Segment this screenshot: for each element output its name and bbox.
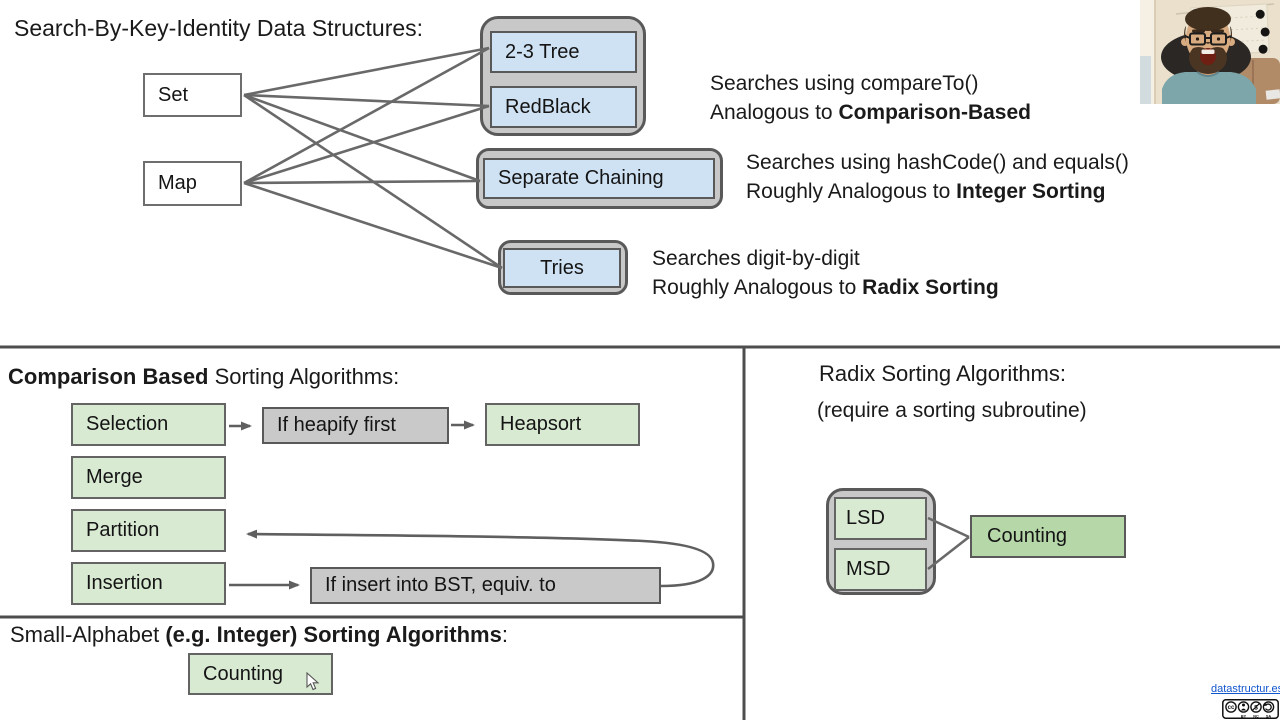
annotation-comparison-prefix: Analogous to <box>710 101 839 124</box>
node-counting-radix-label: Counting <box>987 525 1068 547</box>
datastructures-link[interactable]: datastructur.es <box>1211 683 1280 695</box>
node-insertion-label: Insertion <box>86 572 163 594</box>
node-heapify-note: If heapify first <box>262 407 449 444</box>
node-bst-note-label: If insert into BST, equiv. to <box>325 574 556 596</box>
small-alphabet-heading-bold: (e.g. Integer) Sorting Algorithms <box>165 622 502 647</box>
svg-text:SA: SA <box>1266 714 1272 718</box>
annotation-comparison: Searches using compareTo() Analogous to … <box>710 69 1031 127</box>
annotation-comparison-line1: Searches using compareTo() <box>710 72 979 95</box>
node-partition: Partition <box>71 509 226 552</box>
annotation-hashing-line1: Searches using hashCode() and equals() <box>746 151 1129 174</box>
radix-section-subheading: (require a sorting subroutine) <box>817 399 1087 423</box>
node-heapsort: Heapsort <box>485 403 640 446</box>
svg-text:BY: BY <box>1241 714 1247 718</box>
cc-nc-icon <box>1250 701 1262 713</box>
webcam-scene <box>1140 0 1280 104</box>
node-separate-chaining-label: Separate Chaining <box>498 167 664 189</box>
cc-sa-icon <box>1262 701 1275 713</box>
webcam-video <box>1140 0 1280 104</box>
node-tries: Tries <box>503 248 621 288</box>
node-set-label: Set <box>158 83 189 106</box>
radix-subheading-text: (require a sorting subroutine) <box>817 399 1087 422</box>
annotation-hashing-bold: Integer Sorting <box>956 180 1106 203</box>
node-bst-note: If insert into BST, equiv. to <box>310 567 661 604</box>
annotation-tries-line1: Searches digit-by-digit <box>652 247 860 270</box>
node-23-tree: 2-3 Tree <box>490 31 637 73</box>
page-title: Search-By-Key-Identity Data Structures: <box>14 15 423 42</box>
node-lsd-label: LSD <box>846 507 885 529</box>
radix-heading-text: Radix Sorting Algorithms: <box>819 361 1066 386</box>
node-separate-chaining: Separate Chaining <box>483 158 715 199</box>
annotation-tries: Searches digit-by-digit Roughly Analogou… <box>652 244 999 302</box>
node-set: Set <box>143 73 242 117</box>
node-selection-label: Selection <box>86 413 169 435</box>
comparison-heading-rest: Sorting Algorithms: <box>208 364 400 389</box>
node-selection: Selection <box>71 403 226 446</box>
node-heapify-note-label: If heapify first <box>277 414 396 436</box>
small-alphabet-heading: Small-Alphabet (e.g. Integer) Sorting Al… <box>10 622 508 648</box>
cc-license-badge[interactable]: cc $ BY NC SA <box>1222 699 1279 720</box>
sorting-arrows <box>229 420 715 590</box>
node-23-tree-label: 2-3 Tree <box>505 40 580 63</box>
node-msd: MSD <box>834 548 927 591</box>
set-map-connectors <box>243 46 503 270</box>
node-counting-radix: Counting <box>970 515 1126 558</box>
node-counting-small-alphabet-label: Counting <box>203 662 284 685</box>
node-merge-label: Merge <box>86 466 143 488</box>
node-map: Map <box>143 161 242 206</box>
node-redblack-label: RedBlack <box>505 95 591 118</box>
mouse-cursor-icon <box>306 672 320 691</box>
comparison-section-heading: Comparison Based Sorting Algorithms: <box>8 364 399 390</box>
node-map-label: Map <box>158 172 197 194</box>
small-alphabet-heading-prefix: Small-Alphabet <box>10 622 166 647</box>
node-merge: Merge <box>71 456 226 499</box>
annotation-tries-bold: Radix Sorting <box>862 276 999 299</box>
radix-section-heading: Radix Sorting Algorithms: <box>819 361 1066 387</box>
annotation-hashing: Searches using hashCode() and equals() R… <box>746 148 1129 206</box>
node-redblack: RedBlack <box>490 86 637 128</box>
node-partition-label: Partition <box>86 519 160 541</box>
annotation-comparison-bold: Comparison-Based <box>838 101 1031 124</box>
cc-by-icon <box>1237 701 1250 713</box>
node-insertion: Insertion <box>71 562 226 605</box>
small-alphabet-heading-suffix: : <box>501 622 508 647</box>
annotation-tries-prefix: Roughly Analogous to <box>652 276 863 299</box>
svg-text:cc: cc <box>1228 705 1235 711</box>
node-lsd: LSD <box>834 497 927 540</box>
cc-icon <box>1225 701 1237 713</box>
node-heapsort-label: Heapsort <box>500 413 582 435</box>
svg-text:$: $ <box>1254 704 1258 711</box>
node-msd-label: MSD <box>846 558 891 580</box>
svg-text:NC: NC <box>1253 714 1259 718</box>
comparison-heading-bold: Comparison Based <box>8 364 209 389</box>
node-tries-label: Tries <box>540 256 584 279</box>
annotation-hashing-prefix: Roughly Analogous to <box>746 180 957 203</box>
person <box>1162 7 1256 104</box>
page-title-text: Search-By-Key-Identity Data Structures: <box>14 15 424 41</box>
